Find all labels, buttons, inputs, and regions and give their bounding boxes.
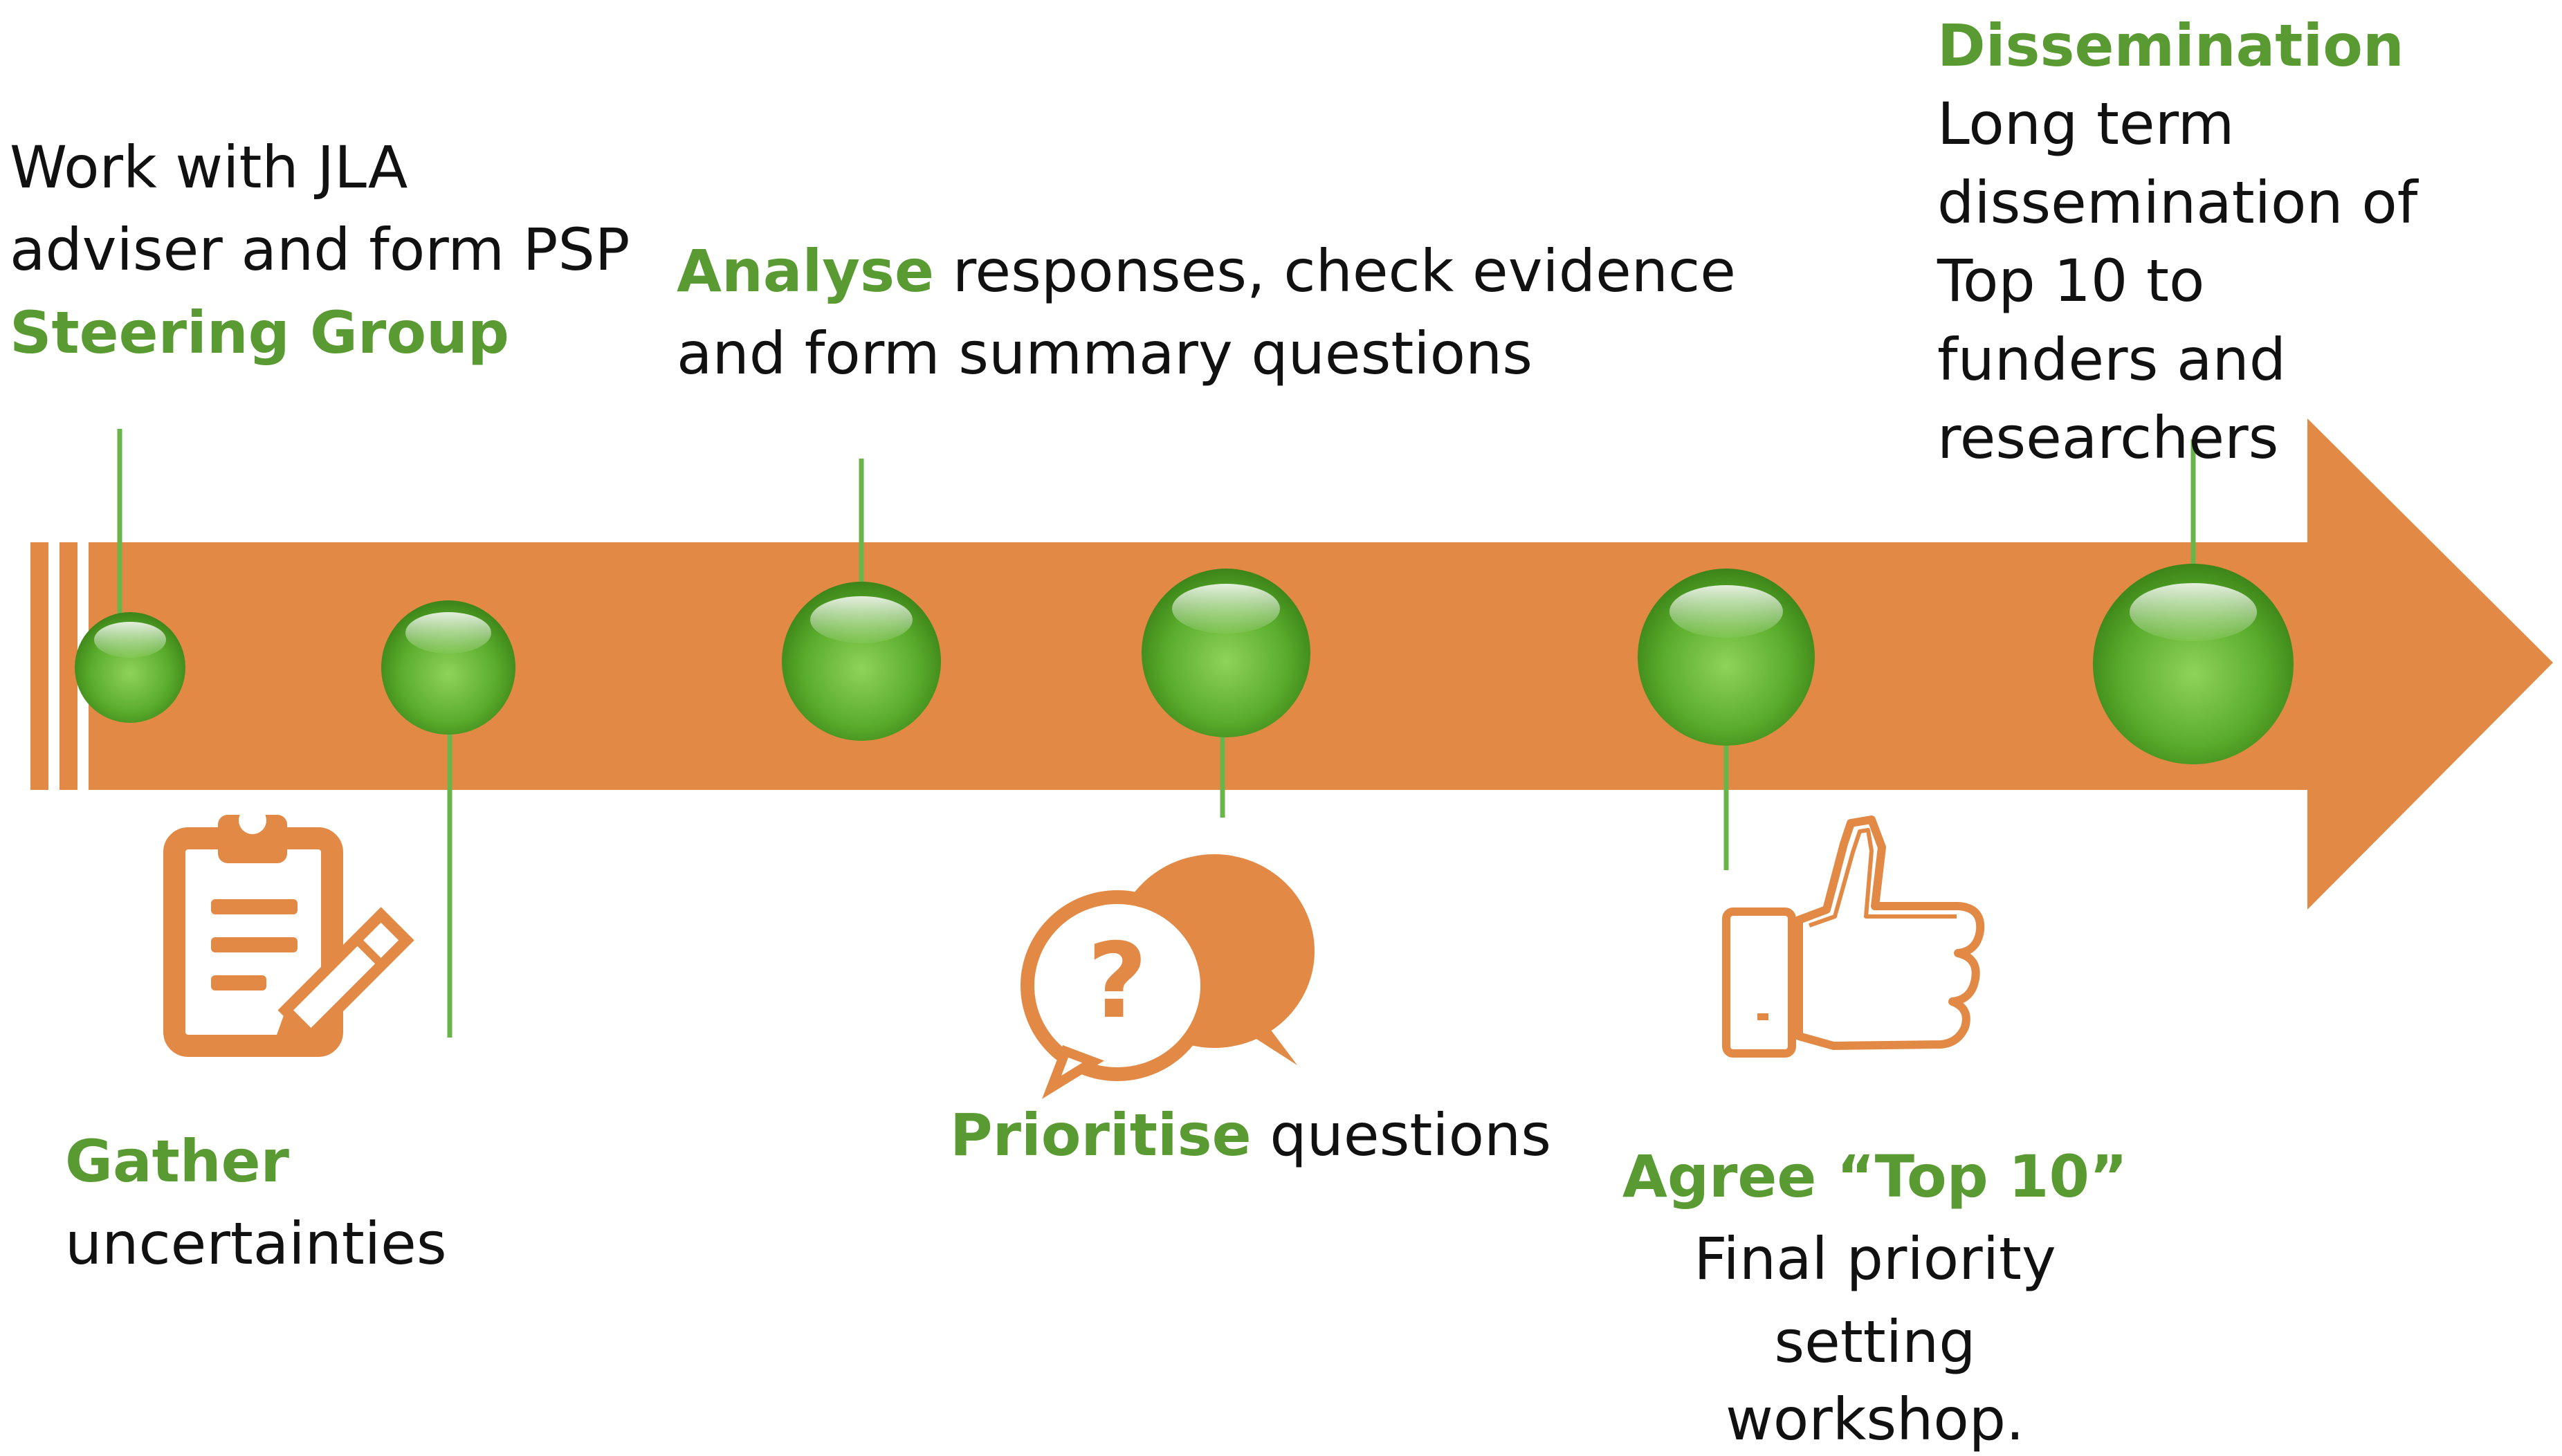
node-dissemination [2093, 564, 2294, 764]
stage-dissemination-label: Dissemination Long term dissemination of… [1937, 7, 2417, 477]
nodes [75, 564, 2294, 764]
dissemination-line-5: researchers [1937, 403, 2279, 472]
svg-text:?: ? [1087, 921, 1147, 1042]
stage-agree-label: Agree “Top 10” Final priority setting wo… [1584, 1136, 2166, 1456]
analyse-line-1: and form summary questions [677, 320, 1533, 388]
node-agree [1638, 569, 1815, 746]
prioritise-heading: Prioritise [950, 1101, 1252, 1169]
speech-bubbles-question-icon: ? [1021, 854, 1315, 1099]
analyse-inline-text: responses, check evidence [934, 237, 1736, 305]
agree-line-1: Final priority setting [1694, 1225, 2056, 1376]
node-steering [75, 612, 185, 723]
process-timeline-diagram: ? [30, 418, 2553, 1099]
dissemination-line-4: funders and [1937, 325, 2287, 394]
node-gather [381, 600, 515, 735]
thumbs-up-icon [1722, 815, 1985, 1058]
dissemination-line-1: Long term [1937, 90, 2235, 158]
agree-heading: Agree “Top 10” [1622, 1143, 2128, 1210]
prioritise-inline-text: questions [1251, 1101, 1552, 1169]
dissemination-heading: Dissemination [1937, 12, 2404, 80]
stage-prioritise-label: Prioritise questions [950, 1094, 1551, 1177]
dissemination-line-3: Top 10 to [1937, 247, 2205, 315]
analyse-heading: Analyse [677, 237, 935, 305]
arrow-tail-stripe [60, 542, 77, 790]
stage-gather-label: Gather uncertainties [65, 1121, 447, 1286]
stage-analyse-label: Analyse responses, check evidence and fo… [677, 230, 1736, 396]
arrow-body [104, 418, 2553, 910]
steering-line-2: adviser and form PSP [10, 216, 630, 284]
dissemination-line-2: dissemination of [1937, 168, 2418, 237]
stage-steering-label: Work with JLA adviser and form PSP Steer… [10, 127, 630, 374]
node-analyse [782, 582, 941, 741]
gather-heading: Gather [65, 1127, 289, 1195]
arrow-tail-stripe [30, 542, 48, 790]
clipboard-pencil-icon [163, 807, 414, 1057]
steering-heading: Steering Group [10, 298, 509, 367]
gather-line-1: uncertainties [65, 1210, 447, 1278]
steering-line-1: Work with JLA [10, 133, 408, 201]
node-prioritise [1142, 569, 1310, 737]
agree-line-2: workshop. [1726, 1385, 2024, 1453]
